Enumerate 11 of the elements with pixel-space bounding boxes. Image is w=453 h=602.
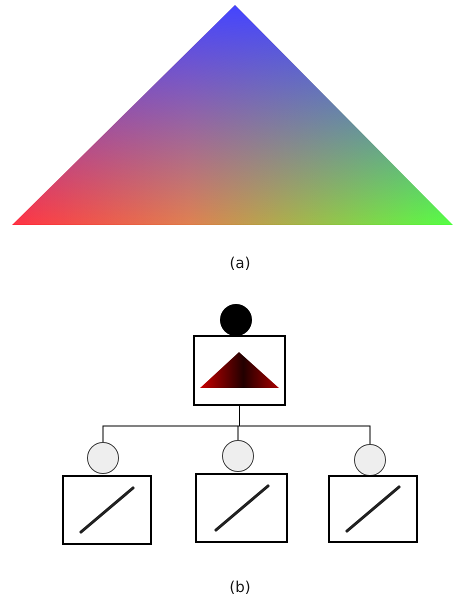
connector-line — [239, 406, 370, 444]
root-circle — [220, 304, 252, 336]
figure-caption: (a) — [230, 254, 250, 272]
figure-caption: (b) — [229, 578, 251, 596]
joint-circle — [354, 444, 386, 476]
node-box — [193, 335, 286, 406]
node-box — [195, 473, 288, 543]
node-box — [62, 475, 152, 545]
joint-circle — [87, 442, 119, 474]
joint-circle — [222, 440, 254, 472]
node-box — [328, 475, 418, 543]
